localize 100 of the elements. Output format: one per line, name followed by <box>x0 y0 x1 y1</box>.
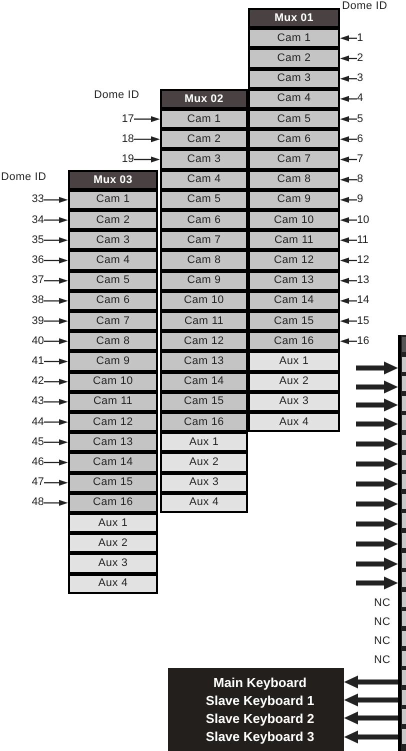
camera-cell: Cam 1 <box>248 28 340 48</box>
arrow <box>340 116 357 122</box>
arrow <box>44 237 68 244</box>
arrow <box>356 398 398 412</box>
dome-id-number: 1 <box>357 31 379 46</box>
aux-cell: Aux 2 <box>68 533 158 554</box>
dome-id-number: 45 <box>20 432 44 452</box>
camera-cell: Cam 15 <box>68 472 158 493</box>
aux-cell: Aux 1 <box>248 351 340 372</box>
camera-cell: Cam 2 <box>248 48 340 69</box>
dome-id-label: Dome ID <box>94 90 140 101</box>
dome-id-number: 17 <box>112 109 134 130</box>
dome-id-number: 47 <box>20 472 44 493</box>
camera-cell: Cam 16 <box>68 492 158 513</box>
camera-cell: Cam 11 <box>248 230 340 250</box>
arrow <box>340 35 357 42</box>
camera-cell: Cam 14 <box>160 372 248 392</box>
nc-label: NC <box>374 636 390 647</box>
camera-cell: Cam 10 <box>160 290 248 311</box>
dome-id-label: Dome ID <box>342 1 388 12</box>
arrow <box>134 136 160 142</box>
aux-cell: Aux 3 <box>160 472 248 493</box>
arrow <box>340 96 357 102</box>
aux-cell: Aux 4 <box>68 574 158 594</box>
dome-id-number: 19 <box>112 149 134 170</box>
dome-id-number: 41 <box>20 351 44 372</box>
arrow <box>44 500 68 506</box>
camera-cell: Cam 9 <box>248 190 340 210</box>
dome-id-number: 12 <box>357 253 379 268</box>
arrow <box>44 217 68 224</box>
arrow <box>356 362 398 374</box>
camera-cell: Cam 7 <box>248 149 340 170</box>
mux-header: Mux 02 <box>160 88 248 109</box>
dome-id-number: 11 <box>357 233 379 248</box>
camera-cell: Cam 5 <box>248 109 340 130</box>
dome-id-number: 7 <box>357 152 379 167</box>
arrow <box>356 458 398 470</box>
arrow <box>344 712 398 724</box>
arrow <box>356 498 398 510</box>
camera-cell: Cam 5 <box>160 190 248 210</box>
camera-cell: Cam 4 <box>68 250 158 271</box>
camera-cell: Cam 6 <box>160 210 248 230</box>
arrow <box>44 258 68 264</box>
camera-cell: Cam 4 <box>160 170 248 190</box>
arrow <box>356 576 398 590</box>
dome-id-number: 18 <box>112 129 134 150</box>
dome-id-number: 48 <box>20 492 44 513</box>
camera-cell: Cam 1 <box>68 190 158 210</box>
arrow <box>44 338 68 344</box>
arrow <box>344 676 398 688</box>
dome-id-number: 35 <box>20 230 44 250</box>
arrow <box>44 480 68 486</box>
dome-id-number: 46 <box>20 452 44 473</box>
camera-cell: Cam 9 <box>68 351 158 372</box>
camera-cell: Cam 5 <box>68 270 158 291</box>
dome-id-number: 43 <box>20 392 44 412</box>
dome-id-number: 42 <box>20 372 44 392</box>
keyboard-label: Main Keyboard <box>213 674 307 692</box>
nc-label: NC <box>374 598 390 609</box>
camera-cell: Cam 15 <box>160 392 248 412</box>
camera-cell: Cam 16 <box>160 412 248 432</box>
camera-cell: Cam 4 <box>248 88 340 109</box>
keyboard-label: Slave Keyboard 1 <box>206 692 314 710</box>
arrow <box>340 258 357 264</box>
arrow <box>340 278 357 284</box>
arrow <box>356 558 398 570</box>
aux-cell: Aux 4 <box>248 412 340 432</box>
dome-id-number: 3 <box>357 72 379 86</box>
dome-id-number: 5 <box>357 112 379 126</box>
camera-cell: Cam 8 <box>248 170 340 190</box>
camera-cell: Cam 3 <box>68 230 158 250</box>
camera-cell: Cam 16 <box>248 331 340 352</box>
keyboard-box <box>168 668 344 751</box>
camera-cell: Cam 8 <box>68 331 158 352</box>
mux-header: Mux 03 <box>68 170 158 190</box>
arrow <box>44 318 68 324</box>
dome-id-number: 38 <box>20 290 44 311</box>
arrow <box>44 358 68 364</box>
dome-id-number: 40 <box>20 331 44 352</box>
arrow <box>44 298 68 304</box>
aux-cell: Aux 1 <box>160 432 248 452</box>
aux-cell: Aux 1 <box>68 513 158 534</box>
arrow <box>356 418 398 430</box>
arrow <box>356 518 398 530</box>
keyboard-label: Slave Keyboard 3 <box>206 728 314 746</box>
arrow <box>44 278 68 284</box>
camera-cell: Cam 6 <box>248 129 340 150</box>
dome-id-number: 9 <box>357 192 379 207</box>
connector-panel <box>398 335 406 751</box>
dome-id-number: 37 <box>20 270 44 291</box>
arrow <box>340 196 357 203</box>
dome-id-number: 33 <box>20 190 44 210</box>
camera-cell: Cam 6 <box>68 290 158 311</box>
dome-id-number: 8 <box>357 172 379 187</box>
camera-cell: Cam 13 <box>160 351 248 372</box>
dome-id-number: 2 <box>357 51 379 66</box>
dome-id-number: 16 <box>357 334 379 348</box>
arrow <box>340 136 357 142</box>
arrow <box>340 338 357 344</box>
aux-cell: Aux 4 <box>160 492 248 513</box>
